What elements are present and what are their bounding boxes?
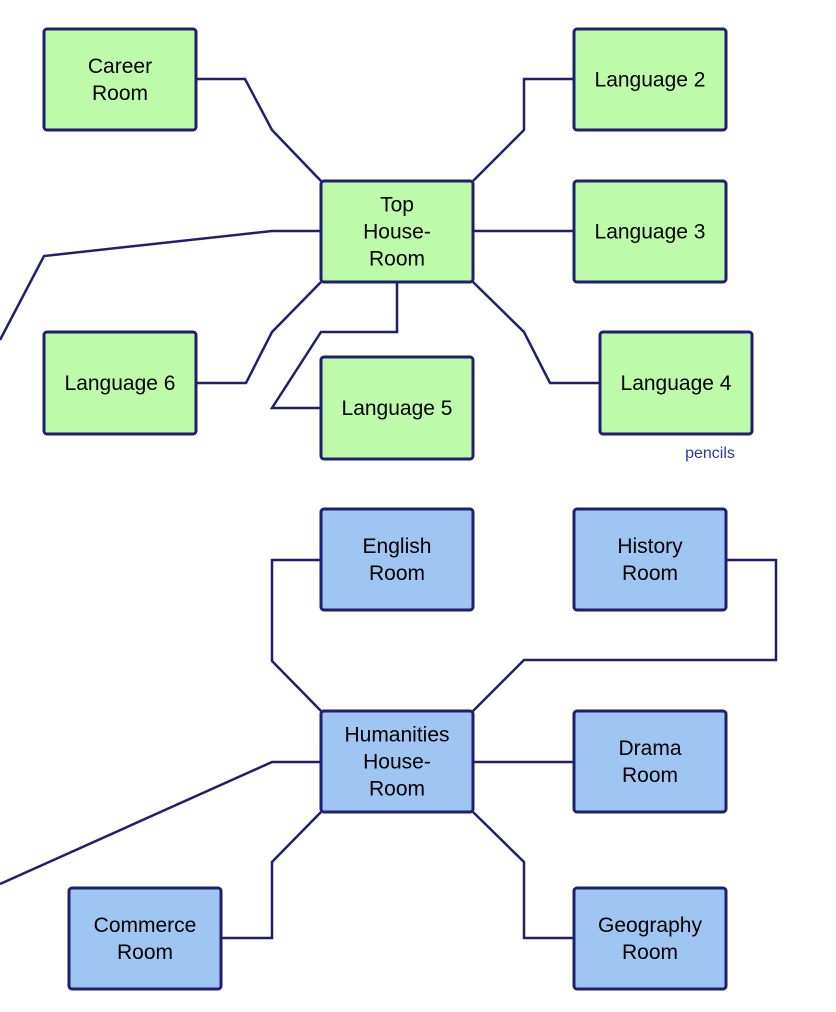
humanities-offpage-connector [0, 760, 321, 886]
node-label: Language 5 [342, 397, 453, 420]
node-label-line: Room [369, 562, 425, 585]
node-label-line: Language 2 [595, 69, 706, 92]
node-box [572, 886, 728, 991]
node-language2[interactable]: Language 2 [572, 27, 728, 132]
node-label-line: Language 6 [65, 372, 176, 395]
node-label-line: Language 5 [342, 397, 453, 420]
node-label-line: Language 3 [595, 221, 706, 244]
node-label-line: Room [92, 82, 148, 105]
node-label-line: History [617, 535, 683, 558]
node-box [42, 330, 198, 436]
node-label-line: English [363, 535, 432, 558]
node-box [42, 27, 198, 132]
node-label: Language 3 [595, 221, 706, 244]
node-language3[interactable]: Language 3 [572, 179, 728, 284]
node-box [319, 709, 475, 814]
node-language5[interactable]: Language 5 [319, 355, 475, 461]
node-box [319, 355, 475, 461]
node-label-line: Commerce [94, 914, 197, 937]
node-language4[interactable]: Language 4 [598, 330, 754, 436]
node-box [572, 507, 728, 612]
node-label-line: Room [622, 941, 678, 964]
node-label-line: Room [622, 764, 678, 787]
node-label-line: Top [380, 194, 414, 217]
commerce-connector [221, 811, 322, 940]
node-box [598, 330, 754, 436]
node-label-line: Career [88, 55, 152, 78]
node-label: Language 6 [65, 372, 176, 395]
node-label-line: Room [117, 941, 173, 964]
history-connector [472, 558, 778, 712]
node-label-line: Geography [598, 914, 702, 937]
language6-connector [196, 281, 322, 385]
node-box [67, 886, 223, 991]
node-label-line: House- [363, 221, 431, 244]
node-label-line: Room [622, 562, 678, 585]
geography-connector [472, 811, 574, 940]
node-label-line: Drama [618, 737, 681, 760]
node-label-line: Language 4 [621, 372, 732, 395]
node-label-line: Room [369, 248, 425, 271]
node-label: Language 2 [595, 69, 706, 92]
language5-connector [269, 282, 399, 410]
career-connector [196, 77, 322, 182]
language2-connector [472, 77, 574, 182]
english-connector [270, 558, 322, 712]
node-language6[interactable]: Language 6 [42, 330, 198, 436]
pencils-annotation: pencils [685, 445, 735, 462]
node-label-line: House- [363, 751, 431, 774]
node-box [572, 27, 728, 132]
node-box [319, 179, 475, 284]
node-box [319, 507, 475, 612]
top-offpage-connector [0, 229, 321, 341]
node-label-line: Room [369, 778, 425, 801]
connectors [0, 77, 778, 940]
node-box [572, 709, 728, 814]
node-box [572, 179, 728, 284]
language4-connector [472, 281, 600, 385]
node-label: Language 4 [621, 372, 732, 395]
node-label-line: Humanities [344, 724, 449, 747]
